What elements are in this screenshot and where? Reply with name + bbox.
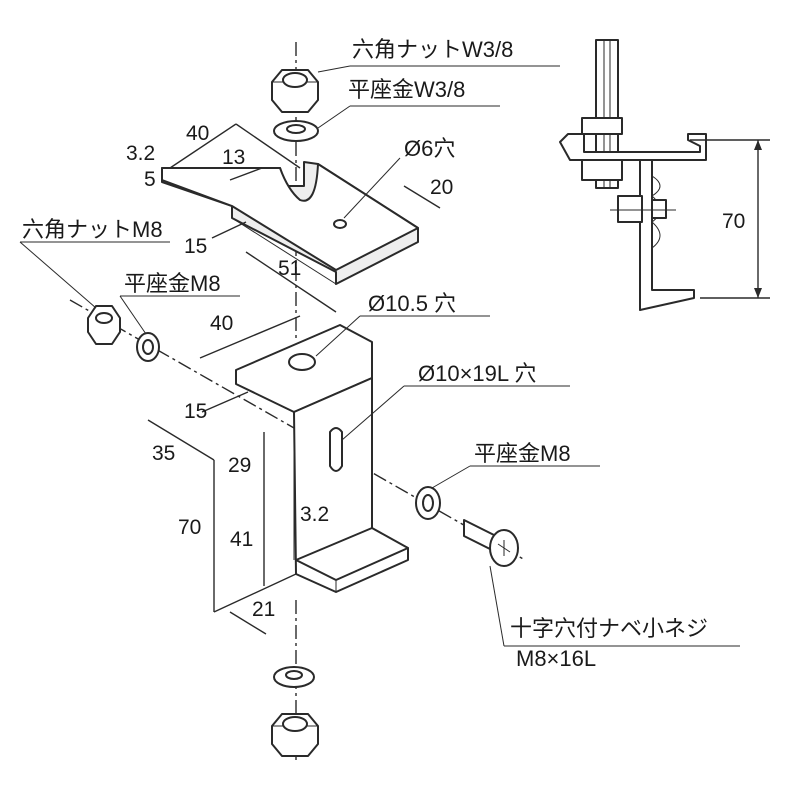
washer-w38 xyxy=(273,120,319,142)
dimension-lines xyxy=(147,123,441,635)
dim-slot-width: 15 xyxy=(184,235,207,258)
label-washer-m8-right: 平座金M8 xyxy=(474,441,571,466)
hex-nut-m8 xyxy=(87,305,121,345)
dim-bracket-depth: 35 xyxy=(152,442,175,465)
dim-total-height: 70 xyxy=(178,516,201,539)
dim-plate-width: 40 xyxy=(186,122,209,145)
bracket-slot-10x19 xyxy=(329,427,343,472)
label-washer-w38: 平座金W3/8 xyxy=(348,77,465,102)
side-view xyxy=(559,39,770,311)
dim-bracket-thickness: 3.2 xyxy=(300,503,329,526)
label-screw-name: 十字穴付ナベ小ネジ xyxy=(510,616,708,641)
dim-hole-offset: 20 xyxy=(430,176,453,199)
plate-hole-6 xyxy=(333,219,347,229)
label-hole-10-5: Ø10.5 穴 xyxy=(368,291,456,316)
label-hex-nut-m8: 六角ナットM8 xyxy=(22,217,163,242)
washer-m8-right xyxy=(415,486,441,520)
dim-plate-thickness: 3.2 xyxy=(126,142,155,165)
label-screw-size: M8×16L xyxy=(516,646,596,671)
washer-bottom xyxy=(273,666,315,688)
label-hex-nut-w38: 六角ナットW3/8 xyxy=(352,37,513,62)
dim-side-view-height: 70 xyxy=(722,210,745,233)
dim-bracket-hole-offset: 15 xyxy=(184,400,207,423)
washer-m8-left xyxy=(136,332,160,362)
dim-bracket-width: 40 xyxy=(210,312,233,335)
hex-nut-bottom xyxy=(271,713,319,757)
label-washer-m8-left: 平座金M8 xyxy=(124,271,221,296)
label-slot-10x19: Ø10×19L 穴 xyxy=(418,361,536,386)
hex-nut-w38 xyxy=(271,69,319,113)
dim-upper-height: 29 xyxy=(228,454,251,477)
l-bracket xyxy=(235,324,409,593)
label-hole-6: Ø6穴 xyxy=(404,136,455,161)
dim-slot-depth: 13 xyxy=(222,146,245,169)
top-plate xyxy=(161,161,419,285)
dim-plate-length: 51 xyxy=(278,257,301,280)
leader-lines xyxy=(19,65,740,647)
pan-head-screw xyxy=(463,519,519,567)
bracket-hole-10-5 xyxy=(288,353,316,371)
dim-plate-edge: 5 xyxy=(144,168,156,191)
dim-foot-length: 21 xyxy=(252,598,275,621)
dim-lower-height: 41 xyxy=(230,528,253,551)
